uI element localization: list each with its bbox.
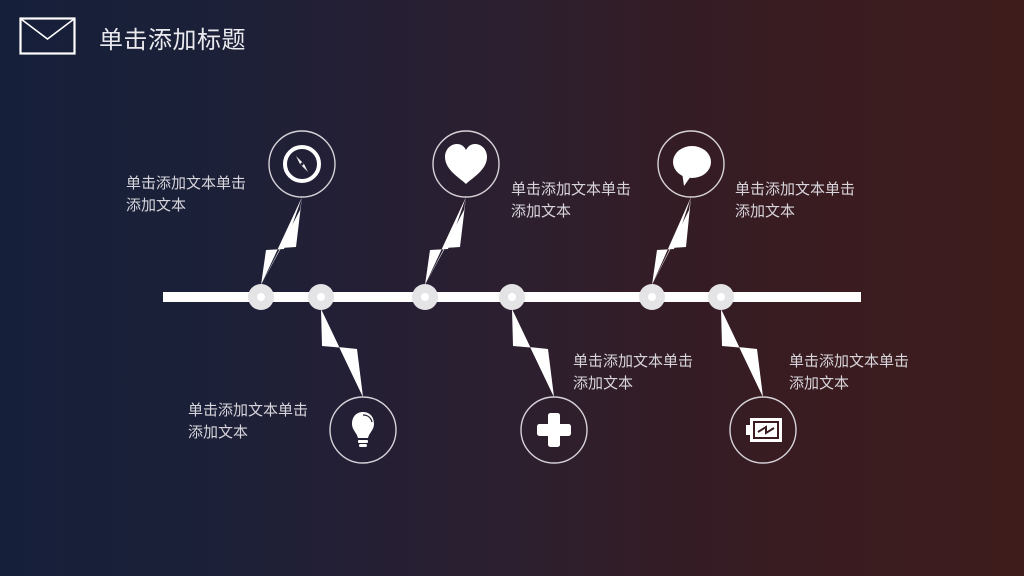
- timeline-node-2[interactable]: [308, 284, 334, 310]
- item-label-5[interactable]: 单击添加文本单击添加文本: [735, 180, 856, 220]
- connector-2: [321, 309, 363, 397]
- lightbulb-icon: [352, 412, 374, 447]
- timeline-node-6[interactable]: [708, 284, 734, 310]
- icon-circle-5[interactable]: [657, 130, 725, 198]
- connector-1: [261, 197, 302, 285]
- chat-bubble-icon: [673, 146, 711, 186]
- page-title[interactable]: 单击添加标题: [99, 26, 246, 54]
- connector-5: [652, 197, 691, 285]
- icon-circle-3[interactable]: [432, 130, 500, 198]
- compass-icon: [283, 145, 321, 183]
- timeline-node-3[interactable]: [412, 284, 438, 310]
- timeline-node-4[interactable]: [499, 284, 525, 310]
- connector-4: [512, 309, 554, 397]
- item-label-2[interactable]: 单击添加文本单击添加文本: [188, 401, 309, 441]
- item-label-3[interactable]: 单击添加文本单击添加文本: [511, 180, 632, 220]
- timeline-node-1[interactable]: [248, 284, 274, 310]
- plus-icon: [537, 413, 571, 447]
- icon-circle-2[interactable]: [329, 396, 397, 464]
- icon-circle-4[interactable]: [520, 396, 588, 464]
- heart-icon: [445, 144, 487, 184]
- icon-circle-1[interactable]: [268, 130, 336, 198]
- icon-circle-6[interactable]: [729, 396, 797, 464]
- connector-6: [721, 309, 763, 397]
- timeline-node-5[interactable]: [639, 284, 665, 310]
- item-label-6[interactable]: 单击添加文本单击添加文本: [789, 352, 910, 392]
- item-label-1[interactable]: 单击添加文本单击添加文本: [126, 174, 247, 214]
- connector-3: [425, 197, 466, 285]
- item-label-4[interactable]: 单击添加文本单击添加文本: [573, 352, 694, 392]
- envelope-icon: [19, 17, 76, 55]
- battery-charging-icon: [746, 418, 782, 442]
